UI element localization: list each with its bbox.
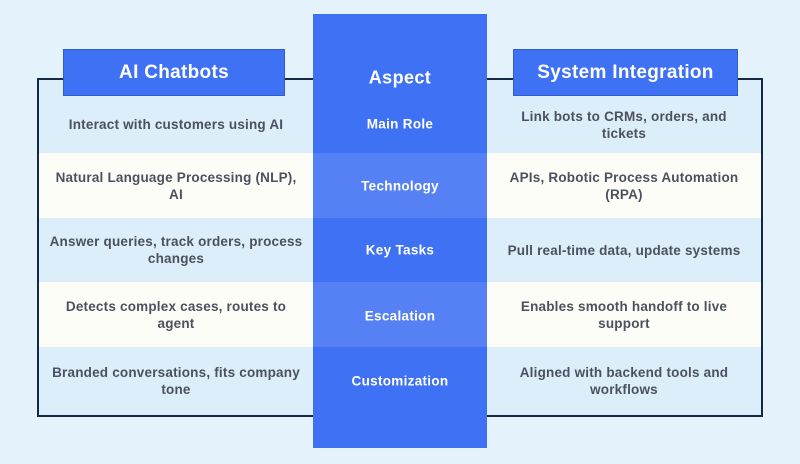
aspect-label-main-role: Main Role (366, 116, 434, 132)
cell-integration-technology: APIs, Robotic Process Automation (RPA) (509, 169, 739, 202)
system-integration-header: System Integration (513, 49, 738, 96)
cell-integration-key-tasks: Pull real-time data, update systems (507, 242, 741, 258)
aspect-label-technology: Technology (361, 178, 439, 194)
aspect-row-tint (313, 282, 487, 347)
aspect-label-customization: Customization (351, 373, 449, 389)
aspect-label-key-tasks: Key Tasks (365, 242, 435, 258)
cell-chatbots-escalation: Detects complex cases, routes to agent (65, 298, 287, 331)
cell-chatbots-main-role: Interact with customers using AI (68, 117, 284, 132)
cell-integration-escalation: Enables smooth handoff to live support (520, 298, 728, 331)
cell-chatbots-customization: Branded conversations, fits company tone (52, 365, 300, 397)
aspect-column-header: Aspect (368, 67, 432, 88)
cell-chatbots-technology: Natural Language Processing (NLP), AI (55, 169, 297, 202)
aspect-label-escalation: Escalation (364, 308, 436, 324)
aspect-row-tint (313, 153, 487, 218)
cell-integration-customization: Aligned with backend tools and workflows (519, 365, 729, 397)
ai-chatbots-header: AI Chatbots (63, 49, 285, 96)
cell-integration-main-role: Link bots to CRMs, orders, and tickets (521, 108, 727, 141)
table-cells: Interact with customers using AI Link bo… (39, 96, 761, 415)
cell-chatbots-key-tasks: Answer queries, track orders, process ch… (49, 234, 303, 266)
aspect-column: Aspect Main Role Technology Key Tasks Es… (313, 14, 487, 448)
